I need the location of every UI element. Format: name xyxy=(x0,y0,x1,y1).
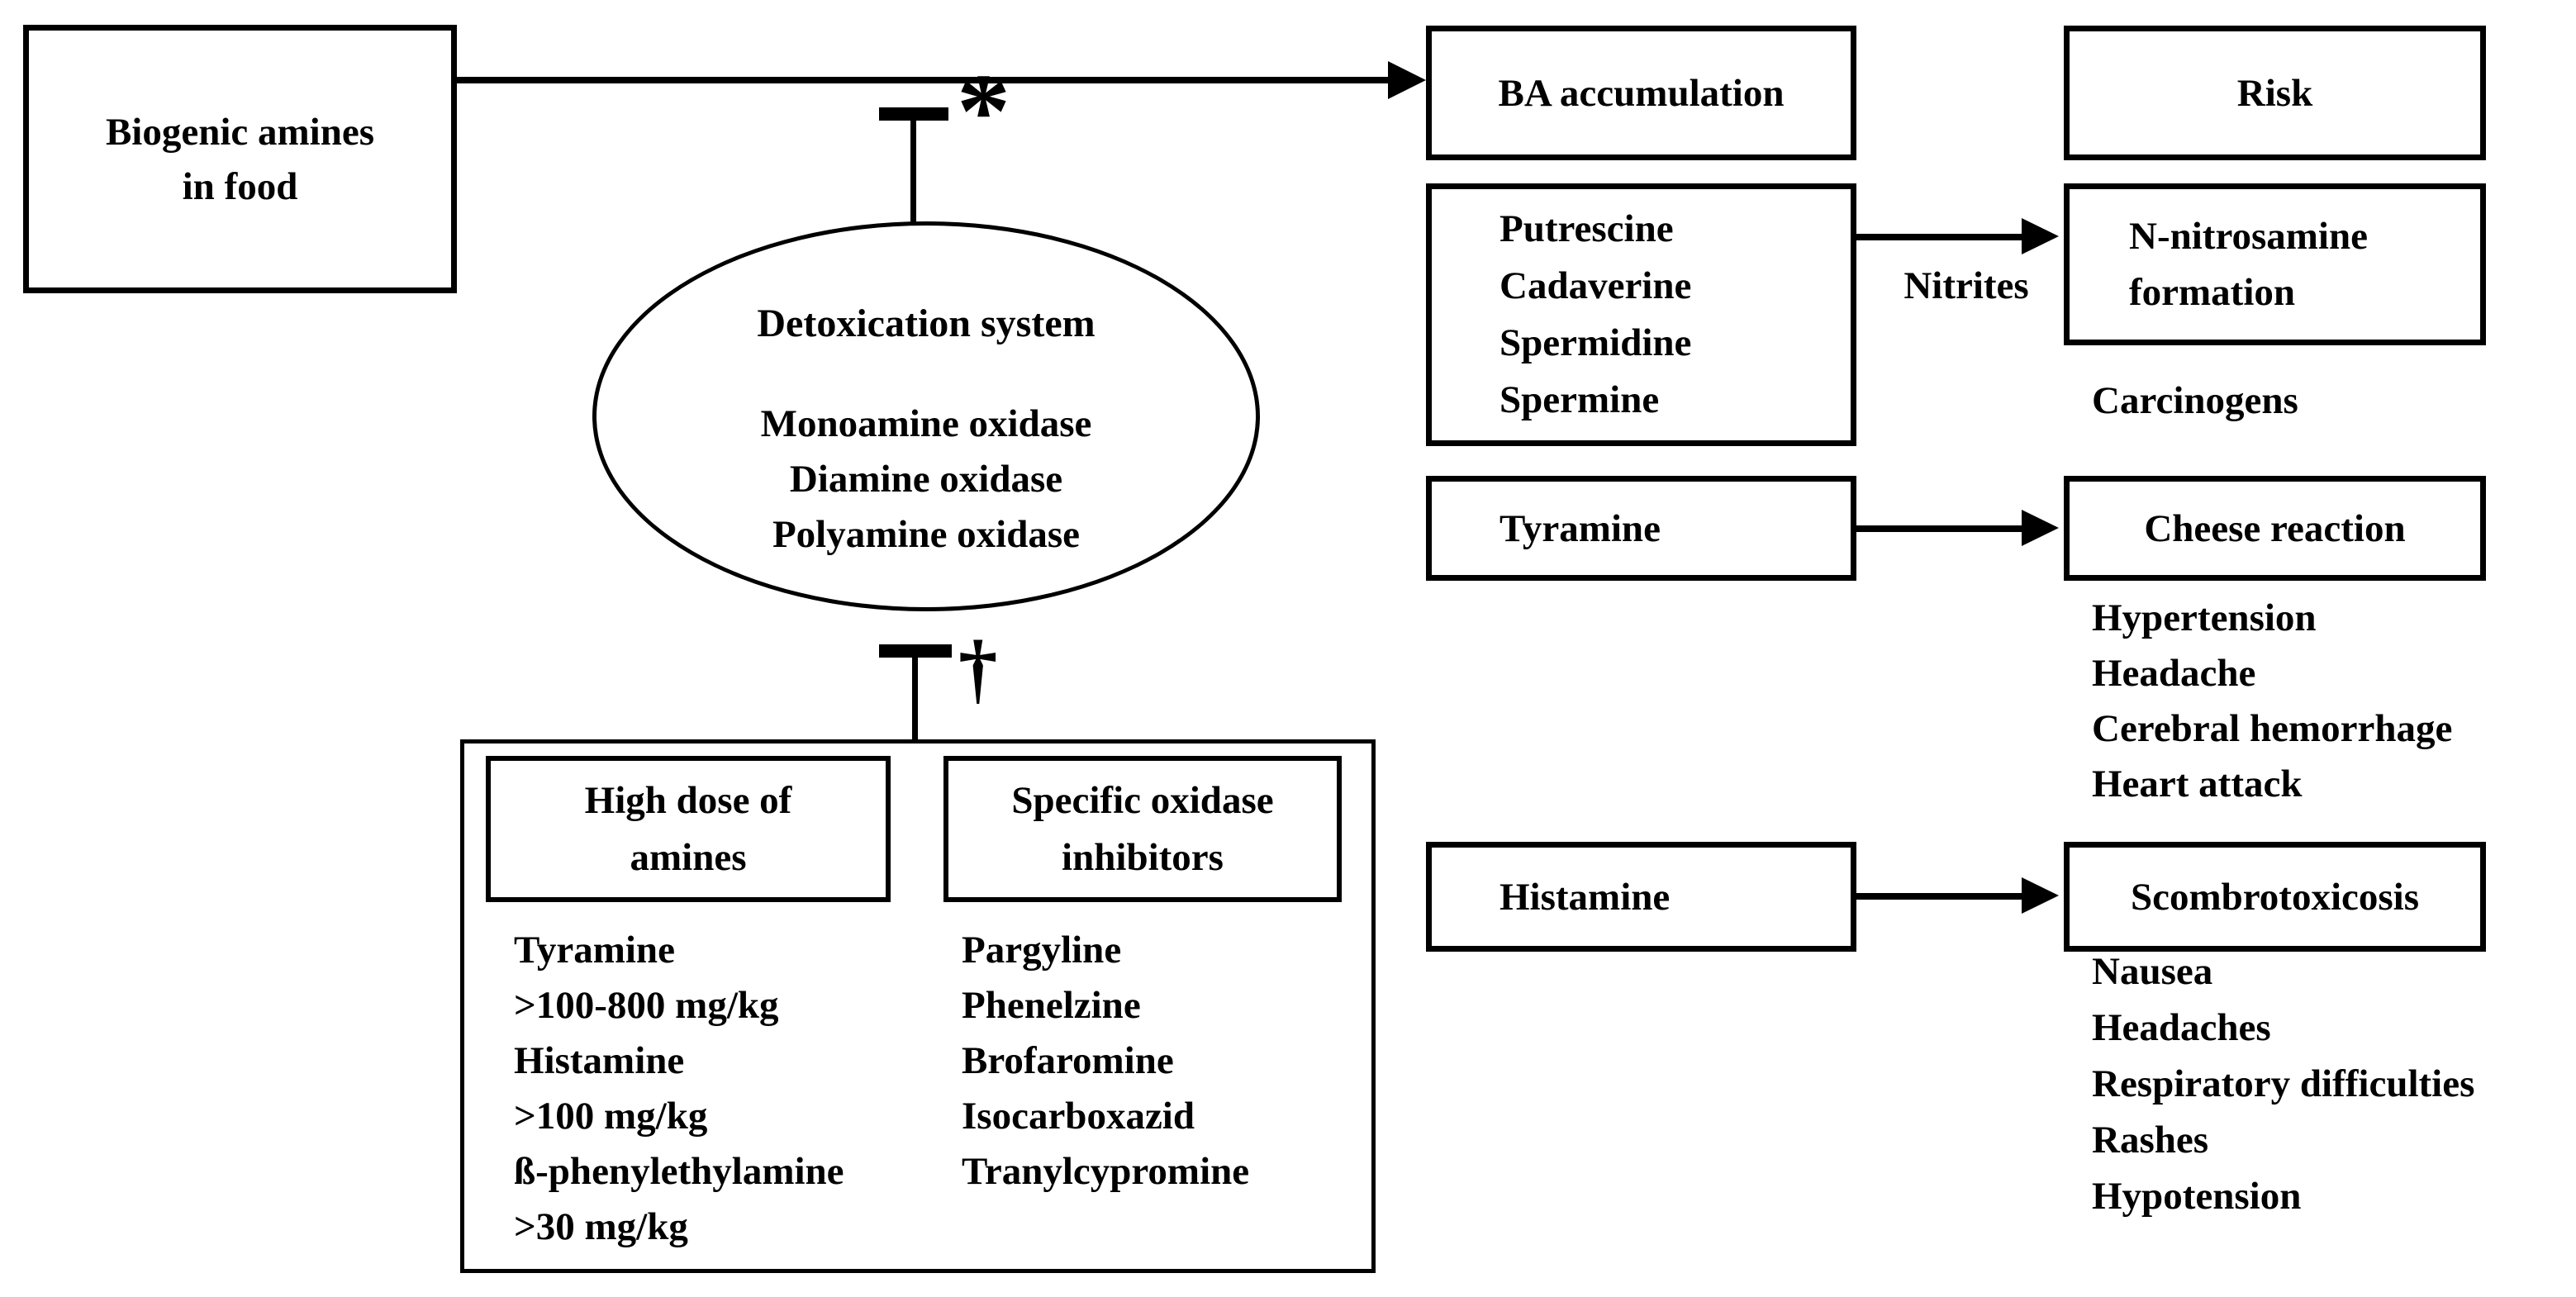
specific-inhibitor-item: Isocarboxazid xyxy=(962,1095,1195,1138)
main-arrow-line xyxy=(457,77,1392,83)
high-dose-items-list: Tyramine >100-800 mg/kg Histamine >100 m… xyxy=(514,923,844,1255)
main-arrowhead xyxy=(1388,61,1426,99)
detoxication-system-title: Detoxication system xyxy=(757,302,1096,345)
specific-inhibitor-item: Phenelzine xyxy=(962,984,1141,1027)
specific-inhibitor-item: Pargyline xyxy=(962,929,1122,972)
n-nitrosamine-line2: formation xyxy=(2129,271,2296,314)
nitrites-label: Nitrites xyxy=(1903,264,2029,307)
tyramine-arrowhead xyxy=(2022,510,2059,546)
risk-header-box: Risk xyxy=(2064,26,2486,160)
inhibition-stem-top xyxy=(910,119,916,223)
asterisk-marker: * xyxy=(957,52,1010,171)
enzyme-polyamine-oxidase: Polyamine oxidase xyxy=(772,513,1081,556)
tyramine-box: Tyramine xyxy=(1426,476,1856,581)
tyramine-label: Tyramine xyxy=(1499,506,1661,550)
risk-header-label: Risk xyxy=(2236,71,2313,115)
specific-inhibitors-list: Pargyline Phenelzine Brofaromine Isocarb… xyxy=(962,923,1249,1200)
inhibition-bar-bottom xyxy=(879,644,952,658)
histamine-arrowhead xyxy=(2022,877,2059,914)
enzyme-diamine-oxidase: Diamine oxidase xyxy=(789,458,1063,501)
enzyme-list: Monoamine oxidase Diamine oxidase Polyam… xyxy=(592,397,1260,563)
polyamine-spermidine: Spermidine xyxy=(1499,321,1692,364)
effect-carcinogens: Carcinogens xyxy=(2092,379,2298,422)
cheese-reaction-label: Cheese reaction xyxy=(2144,506,2406,550)
polyamine-putrescine: Putrescine xyxy=(1499,207,1674,250)
cheese-reaction-effects-list: Hypertension Headache Cerebral hemorrhag… xyxy=(2092,591,2452,812)
high-dose-of-amines-box: High dose of amines xyxy=(486,756,891,902)
enzyme-monoamine-oxidase: Monoamine oxidase xyxy=(760,402,1092,445)
specific-inhibitor-item: Tranylcypromine xyxy=(962,1150,1250,1193)
n-nitrosamine-formation-box: N-nitrosamine formation xyxy=(2064,183,2486,345)
biogenic-amines-line2: in food xyxy=(182,164,298,208)
high-dose-line1: High dose of xyxy=(584,778,792,822)
detoxication-system-ellipse xyxy=(592,221,1260,611)
histamine-label: Histamine xyxy=(1499,875,1671,919)
high-dose-item: Tyramine xyxy=(514,929,675,972)
cheese-reaction-box: Cheese reaction xyxy=(2064,476,2486,581)
high-dose-line2: amines xyxy=(630,835,747,879)
scombrotoxicosis-label: Scombrotoxicosis xyxy=(2130,875,2419,919)
specific-oxidase-inhibitors-box: Specific oxidase inhibitors xyxy=(943,756,1342,902)
histamine-arrow-line xyxy=(1856,893,2023,900)
high-dose-item: ß-phenylethylamine xyxy=(514,1150,844,1193)
polyamines-arrowhead xyxy=(2022,218,2059,254)
specific-inhibitor-item: Brofaromine xyxy=(962,1039,1174,1082)
scombrotoxicosis-box: Scombrotoxicosis xyxy=(2064,842,2486,952)
n-nitrosamine-line1: N-nitrosamine xyxy=(2129,215,2368,258)
polyamine-spermine: Spermine xyxy=(1499,378,1660,421)
scombrotoxicosis-effects-list: Nausea Headaches Respiratory difficultie… xyxy=(2092,943,2474,1224)
biogenic-amines-box: Biogenic amines in food xyxy=(23,25,457,293)
ba-accumulation-label: BA accumulation xyxy=(1498,71,1785,115)
ba-accumulation-box: BA accumulation xyxy=(1426,26,1856,160)
high-dose-item: >100 mg/kg xyxy=(514,1095,708,1138)
specific-inhibitors-line2: inhibitors xyxy=(1062,835,1224,879)
inhibition-bar-top xyxy=(879,107,948,121)
scombro-effect: Respiratory difficulties xyxy=(2092,1062,2475,1105)
scombro-effect: Hypotension xyxy=(2092,1175,2302,1218)
scombro-effect: Nausea xyxy=(2092,950,2213,993)
tyramine-arrow-line xyxy=(1856,525,2023,532)
inhibition-stem-bottom xyxy=(912,658,918,741)
high-dose-item: Histamine xyxy=(514,1039,685,1082)
high-dose-item: >30 mg/kg xyxy=(514,1205,688,1248)
cheese-effect: Hypertension xyxy=(2092,596,2317,639)
polyamines-box: Putrescine Cadaverine Spermidine Spermin… xyxy=(1426,183,1856,446)
polyamines-arrow-line xyxy=(1856,234,2023,240)
dagger-marker: † xyxy=(958,625,998,712)
polyamines-effects-list: Carcinogens xyxy=(2092,373,2298,429)
biogenic-amines-line1: Biogenic amines xyxy=(105,110,375,154)
scombro-effect: Headaches xyxy=(2092,1006,2271,1049)
cheese-effect: Cerebral hemorrhage xyxy=(2092,707,2453,750)
high-dose-item: >100-800 mg/kg xyxy=(514,984,779,1027)
cheese-effect: Headache xyxy=(2092,652,2256,695)
histamine-box: Histamine xyxy=(1426,842,1856,952)
cheese-effect: Heart attack xyxy=(2092,763,2303,805)
specific-inhibitors-line1: Specific oxidase xyxy=(1011,778,1274,822)
scombro-effect: Rashes xyxy=(2092,1119,2209,1162)
polyamine-cadaverine: Cadaverine xyxy=(1499,264,1692,307)
